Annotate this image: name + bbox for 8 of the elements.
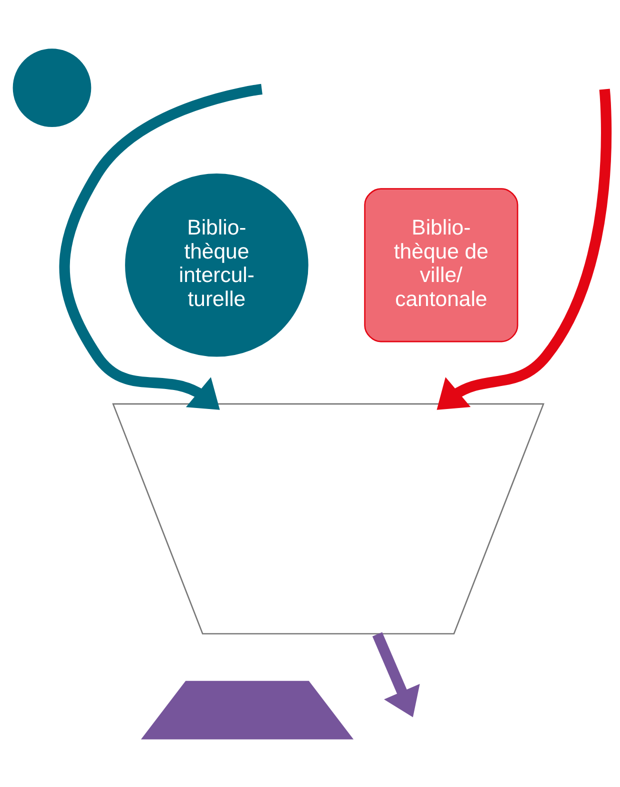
node-box: Biblio- thèque de ville/ cantonale [364,188,518,342]
node-circle: Biblio- thèque intercul- turelle [125,173,308,356]
node-circle [12,48,92,127]
node-trapezoid [140,680,354,739]
arrow [372,632,420,717]
arrow [436,88,612,410]
arrow [59,83,263,410]
node-funnel [112,402,544,634]
